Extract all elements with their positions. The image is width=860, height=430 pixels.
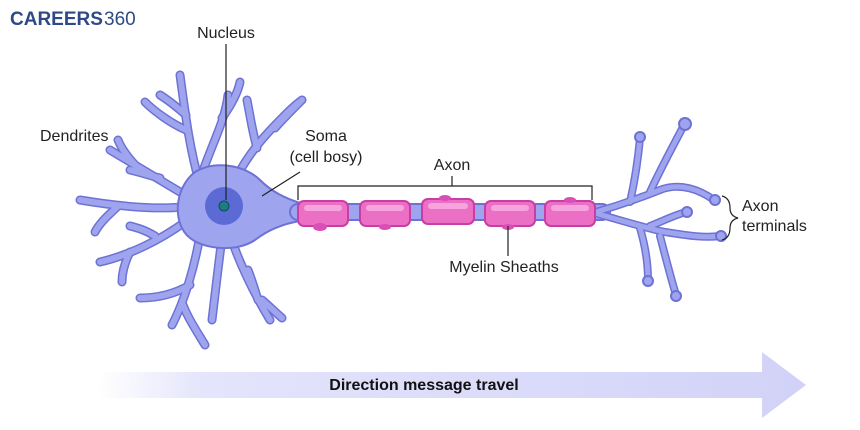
direction-arrow-label: Direction message travel <box>329 377 518 394</box>
leader-lines <box>225 44 739 256</box>
nucleus-core <box>218 200 230 212</box>
terminal-bulbs <box>634 117 727 302</box>
myelin-label: Myelin Sheaths <box>449 259 558 276</box>
axon-label: Axon <box>434 157 470 174</box>
terminals-label-line1: Axon <box>742 198 778 215</box>
axon-bracket <box>297 185 593 200</box>
axon-terminals <box>592 121 724 299</box>
soma-leader <box>261 171 301 197</box>
myelin-sheath <box>359 200 411 227</box>
myelin-sheath <box>484 200 536 227</box>
nucleus-label: Nucleus <box>197 25 255 42</box>
dendrites-label: Dendrites <box>40 128 108 145</box>
terminals-brace <box>721 195 739 241</box>
myelin-sheath <box>544 200 596 227</box>
myelin-sheath <box>297 200 349 227</box>
dendrites-fill <box>77 72 305 348</box>
brand-logo-number: 360 <box>104 9 136 30</box>
direction-arrow-shape <box>98 352 806 418</box>
nucleus <box>205 187 243 225</box>
soma-label-line1: Soma <box>305 128 347 145</box>
soma-label-line2: (cell bosy) <box>290 149 363 166</box>
direction-arrow: Direction message travel <box>98 352 806 418</box>
myelin-sheath <box>421 198 475 225</box>
neuron <box>75 70 727 350</box>
labels: Nucleus Dendrites Soma (cell bosy) Axon … <box>40 25 807 276</box>
brand-logo: CAREERS 360 <box>10 9 136 30</box>
terminals-label-line2: terminals <box>742 218 807 235</box>
brand-logo-main: CAREERS <box>10 9 103 30</box>
